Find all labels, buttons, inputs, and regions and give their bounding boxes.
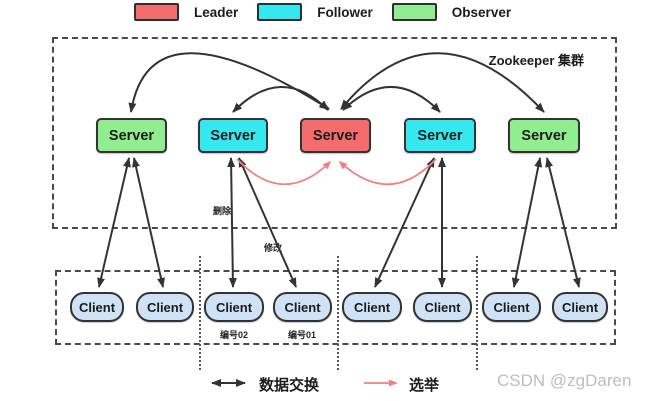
server-label: Server (108, 127, 155, 144)
legend-label-observer: Observer (451, 4, 512, 20)
client-node: Client (342, 292, 402, 322)
client-label: Client (353, 299, 391, 315)
legend-item-leader: Leader (134, 3, 238, 21)
client-node: Client (413, 292, 472, 322)
client-label: Client (561, 299, 599, 315)
edge-label-delete: 删除 (213, 206, 232, 216)
server-label: Server (210, 127, 256, 144)
client-node: Client (204, 292, 264, 322)
follower-color-swatch (257, 3, 303, 21)
zookeeper-cluster-title: Zookeeper 集群 (488, 53, 584, 68)
client-tag-02: 编号02 (219, 330, 248, 340)
server-label: Server (312, 127, 359, 144)
client-node: Client (70, 292, 124, 322)
client-node: Client (273, 292, 332, 322)
server-follower-2: Server (404, 118, 476, 153)
client-label: Client (215, 299, 253, 315)
client-label: Client (78, 299, 116, 315)
client-node: Client (552, 292, 608, 322)
server-leader: Server (300, 118, 371, 153)
client-label: Client (493, 299, 530, 315)
server-observer-2: Server (508, 118, 580, 153)
zookeeper-cluster-box (52, 37, 617, 229)
client-group-divider (337, 256, 339, 370)
edge-label-modify: 修改 (264, 243, 283, 253)
server-label: Server (417, 127, 463, 144)
legend-label-leader: Leader (194, 4, 239, 20)
legend-label-follower: Follower (317, 4, 373, 20)
server-observer-1: Server (96, 118, 167, 153)
watermark: CSDN @zgDaren (497, 371, 632, 390)
client-group-divider (476, 256, 478, 370)
leader-color-swatch (134, 3, 179, 21)
legend-item-follower: Follower (257, 3, 373, 21)
client-label: Client (284, 299, 321, 315)
client-label: Client (146, 299, 184, 315)
client-tag-01: 编号01 (287, 330, 316, 340)
client-label: Client (424, 299, 461, 315)
client-group-divider (199, 256, 201, 370)
legend-label-election: 选举 (409, 377, 440, 394)
legend-label-data-exchange: 数据交换 (259, 377, 320, 394)
server-follower-1: Server (198, 118, 268, 153)
client-node: Client (482, 292, 541, 322)
clients-box (55, 270, 616, 345)
role-legend: Leader Follower Observer (134, 3, 511, 21)
client-node: Client (136, 292, 194, 322)
observer-color-swatch (391, 3, 437, 21)
server-label: Server (521, 127, 567, 144)
legend-item-observer: Observer (391, 3, 512, 21)
